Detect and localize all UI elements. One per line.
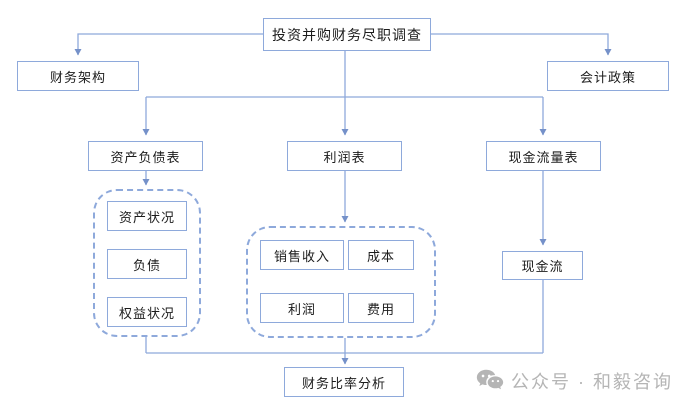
node-liabilities: 负债 <box>107 249 187 279</box>
node-balance-sheet: 资产负债表 <box>88 141 203 171</box>
node-cash-flow: 现金流 <box>502 251 583 280</box>
node-expenses: 费用 <box>348 293 414 323</box>
node-asset-status: 资产状况 <box>107 201 187 231</box>
watermark: 公众号 · 和毅咨询 <box>476 368 673 394</box>
node-cash-flow-statement: 现金流量表 <box>486 141 601 171</box>
connector-root-to-accounting-policy <box>431 33 612 56</box>
watermark-text: 公众号 · 和毅咨询 <box>511 372 673 392</box>
node-profit: 利润 <box>260 293 344 323</box>
connector-root-to-financial-structure <box>74 33 263 56</box>
income-detail-group <box>246 226 436 338</box>
wechat-icon <box>476 369 504 390</box>
node-root: 投资并购财务尽职调查 <box>263 18 431 51</box>
node-cost: 成本 <box>348 240 414 270</box>
node-sales-revenue: 销售收入 <box>260 240 344 270</box>
node-income-statement: 利润表 <box>287 141 402 171</box>
node-financial-structure: 财务架构 <box>17 61 139 91</box>
balance-sheet-detail-group <box>93 189 201 337</box>
node-equity-status: 权益状况 <box>107 297 187 327</box>
node-financial-ratio-analysis: 财务比率分析 <box>284 367 404 397</box>
node-accounting-policy: 会计政策 <box>547 61 669 91</box>
